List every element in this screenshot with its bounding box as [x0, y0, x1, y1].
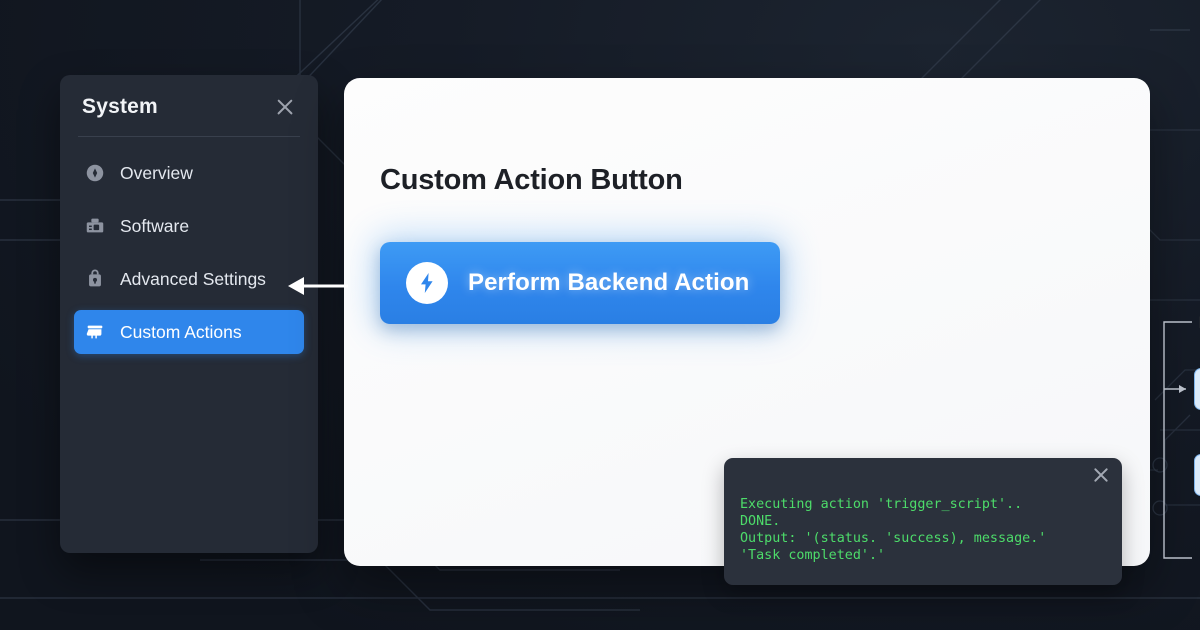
sidebar-header: System — [60, 75, 318, 119]
sidebar-item-software[interactable]: Software — [74, 204, 304, 248]
compass-icon — [86, 164, 104, 182]
flow-connectors — [1163, 321, 1192, 559]
sidebar-menu: Overview Software A — [60, 137, 318, 354]
action-button-wrap: Perform Backend Action — [380, 242, 780, 324]
sidebar-item-overview[interactable]: Overview — [74, 151, 304, 195]
sidebar-item-label: Software — [120, 215, 190, 236]
sidebar-item-label: Custom Actions — [120, 321, 242, 342]
action-button-label: Perform Backend Action — [468, 269, 750, 296]
close-icon[interactable] — [1092, 466, 1110, 484]
left-arrow-icon — [288, 277, 348, 295]
perform-backend-action-button[interactable]: Perform Backend Action — [380, 242, 780, 324]
main-card: Custom Action Button Perform Backend Act… — [344, 78, 1200, 585]
terminal-line: Output: '(status. 'success), message.' — [740, 531, 1047, 546]
terminal-line: DONE. — [740, 514, 781, 529]
sidebar-item-label: Overview — [120, 162, 193, 183]
lock-bag-icon — [89, 269, 101, 287]
browser-ui-label: Browser UI (LuCI) — [1198, 314, 1200, 333]
close-icon[interactable] — [274, 96, 296, 118]
sidebar-item-advanced-settings[interactable]: Advanced Settings — [74, 257, 304, 301]
sidebar-title: System — [82, 95, 158, 118]
lightning-bolt-icon — [406, 262, 448, 304]
sidebar-divider — [78, 136, 300, 137]
page-title: Custom Action Button — [380, 164, 683, 196]
architecture-flow-diagram: HTTP POST Browser UI (LuCI) OpenWRT Baqk… — [1156, 310, 1200, 578]
system-sidebar: System Overview Software — [60, 75, 318, 553]
sidebar-item-label: Advanced Settings — [120, 268, 266, 289]
terminal-output-panel: Executing action 'trigger_script'.. DONE… — [724, 458, 1122, 585]
package-icon — [86, 218, 104, 233]
terminal-line: Executing action 'trigger_script'.. — [740, 497, 1023, 512]
terminal-line: 'Task completed'.' — [740, 548, 886, 563]
http-post-box: HTTP POST — [1194, 368, 1200, 410]
bookmark-icon — [86, 325, 103, 339]
sidebar-item-custom-actions[interactable]: Custom Actions — [74, 310, 304, 354]
uci-bypass-box — [1194, 454, 1200, 496]
